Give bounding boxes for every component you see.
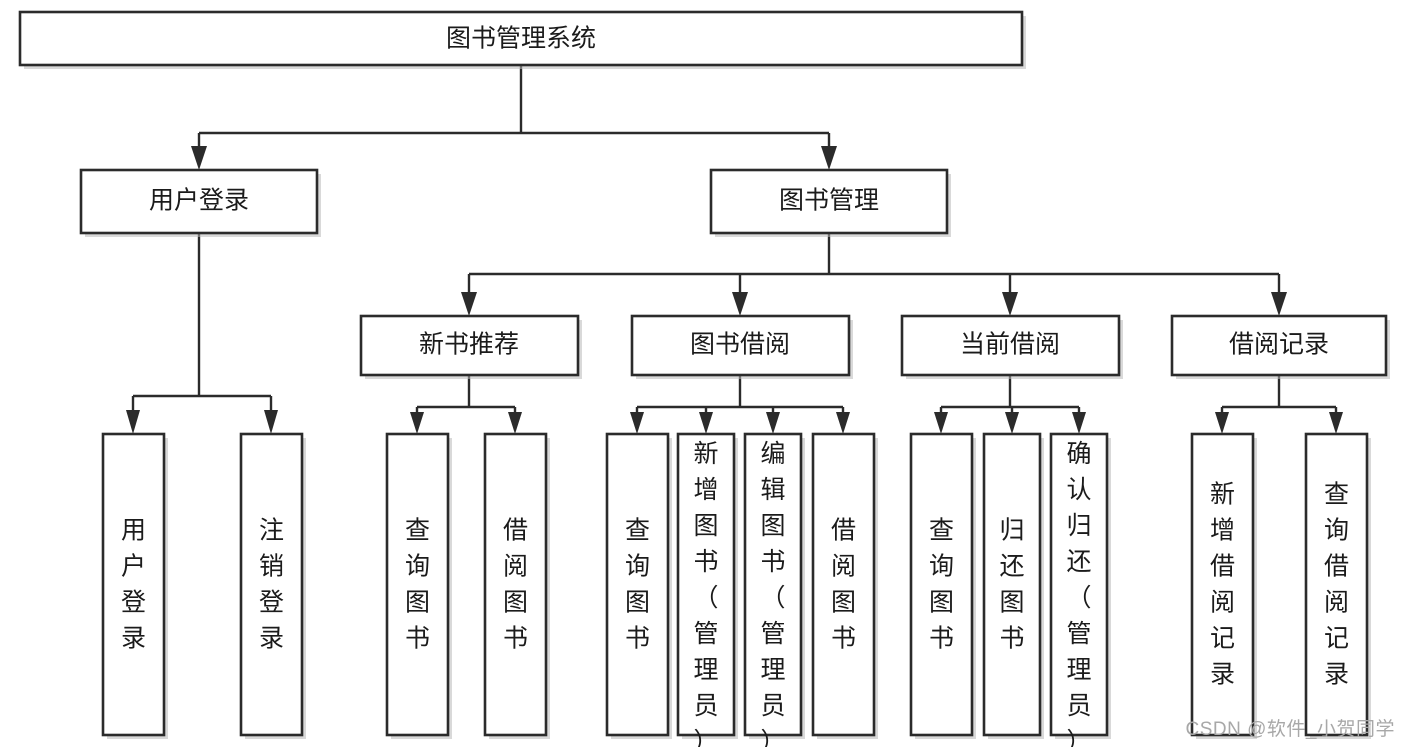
leaf-query-book-3-label: 查询图书 [929,516,954,652]
node-root[interactable]: 图书管理系统 [18,10,1026,69]
node-leaf-confirm-return[interactable]: 确认归还（管理员） [1049,432,1111,747]
leaf-logout-box [239,432,304,737]
node-leaf-add-book[interactable]: 新增图书（管理员） [676,432,738,747]
arrow-head-new-book-recommend [461,292,477,316]
leaf-query-book-2-label: 查询图书 [625,516,650,652]
leaf-add-book-box [676,432,736,737]
root-label: 图书管理系统 [446,25,596,53]
arrow-head-leaf-return-book [1005,412,1019,434]
root-box [18,10,1024,67]
connector-layer [126,65,1343,434]
arrow-head-borrow-record [1271,292,1287,316]
leaf-borrow-book-2-box [811,432,876,737]
node-book-borrow[interactable]: 图书借阅 [630,314,853,379]
leaf-add-borrow-record-box [1190,432,1255,737]
arrow-head-leaf-query-book-1 [410,412,424,434]
leaf-query-book-1-label: 查询图书 [405,516,430,652]
node-borrow-record[interactable]: 借阅记录 [1170,314,1390,379]
arrow-head-leaf-edit-book [766,412,780,434]
borrow-record-label: 借阅记录 [1229,331,1329,359]
node-leaf-add-borrow-record[interactable]: 新增借阅记录 [1190,432,1257,739]
node-leaf-query-book-3[interactable]: 查询图书 [909,432,976,739]
node-leaf-return-book[interactable]: 归还图书 [982,432,1044,739]
node-leaf-query-book-1[interactable]: 查询图书 [385,432,452,739]
leaf-node-layer: 用户登录 注销登录 查询图书 借阅图书 查询图书 新增图书（管理员） 编辑图书（管理员） 借阅… [101,432,1371,747]
leaf-user-login-box [101,432,166,737]
leaf-return-book-label: 归还图书 [999,516,1024,652]
book-manage-label: 图书管理 [779,187,879,215]
leaf-query-book-1-box [385,432,450,737]
new-book-recommend-label: 新书推荐 [419,331,519,359]
node-new-book-recommend[interactable]: 新书推荐 [359,314,582,379]
user-login-box [79,168,319,235]
leaf-edit-book-label: 编辑图书（管理员） [760,440,785,747]
book-manage-box [709,168,949,235]
leaf-return-book-box [982,432,1042,737]
leaf-borrow-book-2-label: 借阅图书 [831,516,856,652]
node-leaf-borrow-book-2[interactable]: 借阅图书 [811,432,878,739]
leaf-logout-label: 注销登录 [259,516,284,652]
arrow-head-leaf-query-book-2 [630,412,644,434]
arrow-head-leaf-query-book-3 [934,412,948,434]
leaf-user-login-label: 用户登录 [121,516,146,652]
leaf-confirm-return-box [1049,432,1109,737]
leaf-borrow-book-1-label: 借阅图书 [503,516,528,652]
leaf-query-book-2-box [605,432,670,737]
node-user-login[interactable]: 用户登录 [79,168,321,237]
arrow-head-user-login [191,146,207,170]
arrow-head-leaf-user-login [126,410,140,434]
arrow-head-leaf-query-borrow-record [1329,412,1343,434]
current-borrow-box [900,314,1121,377]
arrow-head-leaf-borrow-book-2 [836,412,850,434]
leaf-add-borrow-record-label: 新增借阅记录 [1210,480,1235,688]
node-book-manage[interactable]: 图书管理 [709,168,951,237]
node-leaf-user-login[interactable]: 用户登录 [101,432,168,739]
node-leaf-query-book-2[interactable]: 查询图书 [605,432,672,739]
node-current-borrow[interactable]: 当前借阅 [900,314,1123,379]
leaf-edit-book-box [743,432,803,737]
arrow-head-leaf-add-borrow-record [1215,412,1229,434]
leaf-borrow-book-1-box [483,432,548,737]
leaf-add-book-label: 新增图书（管理员） [693,440,718,747]
arrow-head-leaf-add-book [699,412,713,434]
arrow-head-book-manage [821,146,837,170]
node-leaf-edit-book[interactable]: 编辑图书（管理员） [743,432,805,747]
new-book-recommend-box [359,314,580,377]
book-borrow-label: 图书借阅 [690,331,790,359]
node-leaf-borrow-book-1[interactable]: 借阅图书 [483,432,550,739]
borrow-record-box [1170,314,1388,377]
current-borrow-label: 当前借阅 [960,331,1060,359]
leaf-confirm-return-label: 确认归还（管理员） [1066,440,1091,747]
user-login-label: 用户登录 [149,187,249,215]
arrow-head-leaf-logout [264,410,278,434]
leaf-query-borrow-record-box [1304,432,1369,737]
book-borrow-box [630,314,851,377]
node-leaf-logout[interactable]: 注销登录 [239,432,306,739]
leaf-query-book-3-box [909,432,974,737]
arrow-head-current-borrow [1002,292,1018,316]
arrow-head-book-borrow [732,292,748,316]
arrow-head-leaf-confirm-return [1072,412,1086,434]
leaf-query-borrow-record-label: 查询借阅记录 [1324,480,1349,688]
arrow-head-leaf-borrow-book-1 [508,412,522,434]
node-leaf-query-borrow-record[interactable]: 查询借阅记录 [1304,432,1371,739]
